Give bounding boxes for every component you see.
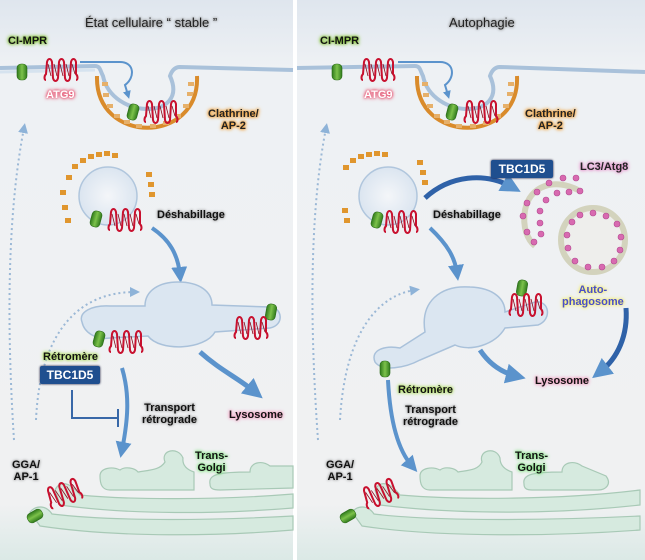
- endocytosis-arrow: [80, 61, 133, 99]
- ci-mpr-cargo-icon: [379, 360, 391, 378]
- clathrin-label: Clathrine/ AP-2: [208, 108, 259, 132]
- transport-label-line2: rétrograde: [142, 414, 198, 426]
- atg9-label: ATG9: [46, 89, 75, 101]
- clathrin-label-line1: Clathrine/: [208, 108, 259, 120]
- golgi-label-line2: Golgi: [517, 462, 546, 474]
- uncoating-label: Déshabillage: [157, 209, 225, 221]
- autophagosome: [558, 205, 628, 275]
- clathrin-label-line2: AP-2: [220, 120, 246, 132]
- retrograde-arrow: [115, 367, 132, 458]
- lysosome-label: Lysosome: [229, 409, 284, 421]
- retromer-label: Rétromère: [43, 351, 99, 363]
- tbc1d5-box: TBC1D5: [491, 160, 553, 178]
- clathrin-label-line2: AP-2: [537, 120, 563, 132]
- autophagosome-lc3-dots: [563, 209, 625, 271]
- gga-label-line1: GGA/: [12, 459, 41, 471]
- ci-mpr-label: CI-MPR: [320, 35, 360, 47]
- clathrin-label: Clathrine/ AP-2: [525, 108, 576, 132]
- autophagosome-label: Auto- phagosome: [562, 284, 624, 308]
- panel-autophagy-drawing: [296, 58, 645, 536]
- retrograde-arrow: [386, 379, 418, 473]
- inhibition-line: [71, 390, 119, 427]
- panel-autophagy-bg: [297, 0, 645, 560]
- golgi-label-line1: Trans-: [195, 450, 229, 462]
- ci-mpr-cargo-icon: [331, 63, 343, 81]
- autophagosome-to-lysosome-arrow: [592, 307, 629, 379]
- gga-label-line2: AP-1: [13, 471, 39, 483]
- clathrin-label-line1: Clathrine/: [525, 108, 576, 120]
- falling-clathrin: [342, 151, 428, 223]
- lysosome-arrow: [198, 350, 263, 399]
- transport-label: Transport rétrograde: [403, 404, 458, 428]
- clathrin-stubs: [422, 82, 514, 128]
- lysosome-label: Lysosome: [535, 375, 590, 387]
- uncoating-label: Déshabillage: [433, 209, 501, 221]
- falling-clathrin: [60, 151, 155, 223]
- uncoating-arrow: [428, 226, 464, 281]
- retromer-label: Rétromère: [398, 384, 454, 396]
- ci-mpr-cargo-icon: [16, 63, 28, 81]
- ci-mpr-label: CI-MPR: [8, 35, 48, 47]
- uncoating-arrow: [150, 226, 188, 283]
- transport-label-line1: Transport: [144, 402, 195, 414]
- autophagosome-label-line2: phagosome: [562, 296, 624, 308]
- lc3-atg8-label: LC3/Atg8: [580, 161, 629, 173]
- lysosome-arrow: [477, 348, 526, 384]
- endosome: [373, 286, 549, 369]
- tbc1d5-box: TBC1D5: [40, 366, 100, 384]
- panel-title: Autophagie: [449, 15, 515, 30]
- trans-golgi: [29, 450, 294, 536]
- golgi-label-line1: Trans-: [515, 450, 549, 462]
- golgi-to-endosome-dotted-arrow: [339, 285, 420, 421]
- transport-label-line2: rétrograde: [403, 416, 459, 428]
- lc3-dots: [519, 174, 584, 246]
- gga-ap1-label: GGA/ AP-1: [326, 459, 354, 483]
- golgi-label: Trans- Golgi: [515, 450, 548, 474]
- golgi-to-endosome-dotted-arrow: [35, 287, 140, 421]
- endocytosis-arrow: [398, 61, 453, 99]
- clathrin-coat: [414, 75, 520, 130]
- transport-label: Transport rétrograde: [142, 402, 197, 426]
- golgi-label-line2: Golgi: [197, 462, 226, 474]
- recycling-dotted-arrow: [8, 123, 28, 441]
- clathrin-coat: [94, 75, 200, 130]
- golgi-label: Trans- Golgi: [195, 450, 228, 474]
- autophagosome-label-line1: Auto-: [578, 284, 608, 296]
- panel-stable-drawing: [0, 58, 294, 536]
- phagophore: [521, 181, 580, 249]
- panel-title: État cellulaire “ stable ”: [85, 15, 218, 30]
- recycling-dotted-arrow: [311, 123, 330, 441]
- gga-ap1-label: GGA/ AP-1: [12, 459, 40, 483]
- gga-label-line2: AP-1: [327, 471, 353, 483]
- to-autophagosome-arrow: [423, 173, 521, 200]
- gga-label-line1: GGA/: [326, 459, 355, 471]
- trans-golgi: [351, 450, 641, 536]
- atg9-label: ATG9: [364, 89, 393, 101]
- transport-label-line1: Transport: [405, 404, 456, 416]
- panel-stable-bg: [0, 0, 293, 560]
